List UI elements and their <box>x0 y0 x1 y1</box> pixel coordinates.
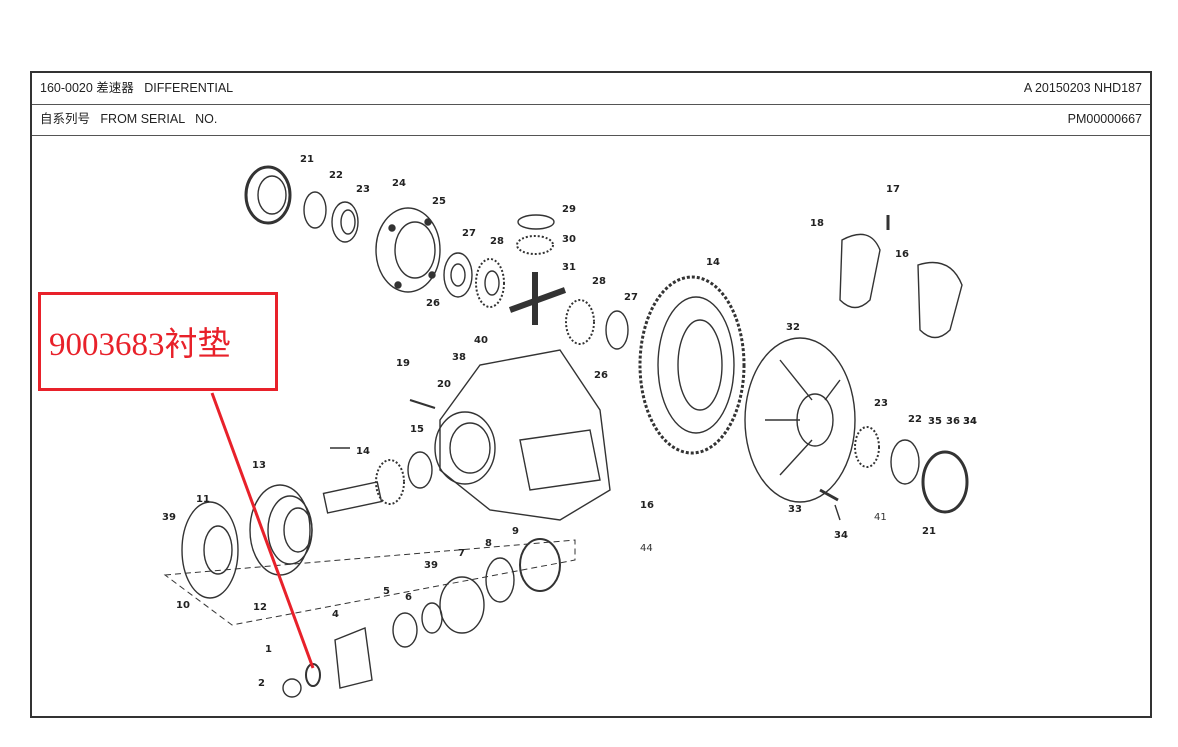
part-number-label: 29 <box>562 204 576 215</box>
revision-code: A 20150203 NHD187 <box>1023 81 1142 95</box>
part-number-label: 23 <box>356 184 370 195</box>
serial-number: PM00000667 <box>1067 112 1142 126</box>
part-side-gear-right <box>565 299 595 345</box>
part-bearing-cone-right <box>854 426 880 468</box>
part-callout-box: 9003683衬垫 <box>38 292 278 391</box>
part-number-label: 12 <box>253 602 267 613</box>
part-seal <box>407 451 433 489</box>
part-number-label: 26 <box>594 370 608 381</box>
part-number-label: 16 <box>895 249 909 260</box>
part-number-label: 34 <box>963 416 977 427</box>
part-sleeve <box>392 612 418 648</box>
part-number-label: 21 <box>300 154 314 165</box>
part-number-label: 4 <box>332 609 339 620</box>
part-number-label: 44 <box>640 543 653 554</box>
part-number-label: 2 <box>258 678 265 689</box>
part-drive-pinion <box>322 459 405 514</box>
part-number-label: 28 <box>490 236 504 247</box>
part-number-label: 9 <box>512 526 519 537</box>
part-number-label: 16 <box>640 500 654 511</box>
part-number-label: 34 <box>834 530 848 541</box>
part-number-label: 23 <box>874 398 888 409</box>
part-number-label: 32 <box>786 322 800 333</box>
part-differential-case-half <box>375 207 441 293</box>
part-number-label: 38 <box>452 352 466 363</box>
part-retainer <box>439 576 485 634</box>
part-number-label: 10 <box>176 600 190 611</box>
part-number-label: 34 <box>963 416 977 427</box>
part-number-label: 27 <box>462 228 476 239</box>
part-ring-gear <box>638 275 746 455</box>
part-number-label: 36 <box>946 416 960 427</box>
part-number-label: 22 <box>908 414 922 425</box>
part-bearing-caps <box>839 215 963 339</box>
part-number-label: 18 <box>810 218 824 229</box>
part-shim <box>421 602 443 634</box>
part-number-label: 19 <box>396 358 410 369</box>
part-number-label: 14 <box>356 446 370 457</box>
part-ring <box>303 191 327 229</box>
part-thrust-washer-right <box>605 310 629 350</box>
part-number-label: 25 <box>432 196 446 207</box>
part-differential-case-right <box>744 337 856 503</box>
part-number-label: 5 <box>383 586 390 597</box>
part-number-label: 41 <box>874 512 887 523</box>
part-yoke <box>334 627 373 689</box>
part-number-label: 26 <box>426 298 440 309</box>
part-number-label: 8 <box>485 538 492 549</box>
part-number-label: 1 <box>265 644 272 655</box>
part-ring-right <box>890 439 920 485</box>
part-thrust-washer <box>443 252 473 298</box>
part-number-label: 28 <box>592 276 606 287</box>
assembly-outline <box>163 539 576 626</box>
part-number-label: 30 <box>562 234 576 245</box>
part-washer <box>517 214 555 230</box>
part-flange <box>181 501 239 599</box>
part-number-label: 14 <box>706 257 720 268</box>
callout-text: 9003683衬垫 <box>49 327 231 363</box>
part-number-label: 27 <box>624 292 638 303</box>
part-number-label: 13 <box>252 460 266 471</box>
part-number-label: 40 <box>474 335 488 346</box>
part-number-label: 22 <box>329 170 343 181</box>
part-number-label: 39 <box>162 512 176 523</box>
part-number-label: 15 <box>410 424 424 435</box>
part-o-ring <box>485 557 515 603</box>
serial-label: 自系列号 FROM SERIAL NO. <box>40 112 218 126</box>
part-number-label: 21 <box>922 526 936 537</box>
callout-leader-line <box>210 392 315 669</box>
catalog-title: 160-0020 差速器 DIFFERENTIAL <box>40 81 234 95</box>
part-nut <box>282 678 302 698</box>
parts-sheet: 160-0020 差速器 DIFFERENTIAL A 20150203 NHD… <box>30 71 1152 718</box>
part-bearing-cup <box>244 165 292 225</box>
part-number-label: 39 <box>424 560 438 571</box>
part-number-label: 7 <box>458 548 465 559</box>
part-number-label: 35 <box>928 416 942 427</box>
part-bearing <box>519 538 561 592</box>
part-clutch-pack <box>249 484 313 576</box>
part-number-label: 11 <box>196 494 210 505</box>
part-spider-cross <box>508 272 567 325</box>
part-number-label: 31 <box>562 262 576 273</box>
header-row-1: 160-0020 差速器 DIFFERENTIAL A 20150203 NHD… <box>32 73 1150 105</box>
part-number-label: 17 <box>886 184 900 195</box>
part-bearing-cup-right <box>921 450 969 514</box>
part-number-label: 33 <box>788 504 802 515</box>
part-number-label: 20 <box>437 379 451 390</box>
part-number-label: 24 <box>392 178 406 189</box>
part-side-gear <box>475 258 505 308</box>
part-pinion-gear <box>516 235 554 255</box>
part-number-label: 6 <box>405 592 412 603</box>
part-carrier-housing <box>434 349 611 521</box>
part-bearing-cone <box>331 201 359 243</box>
header-row-2: 自系列号 FROM SERIAL NO. PM00000667 <box>32 104 1150 136</box>
